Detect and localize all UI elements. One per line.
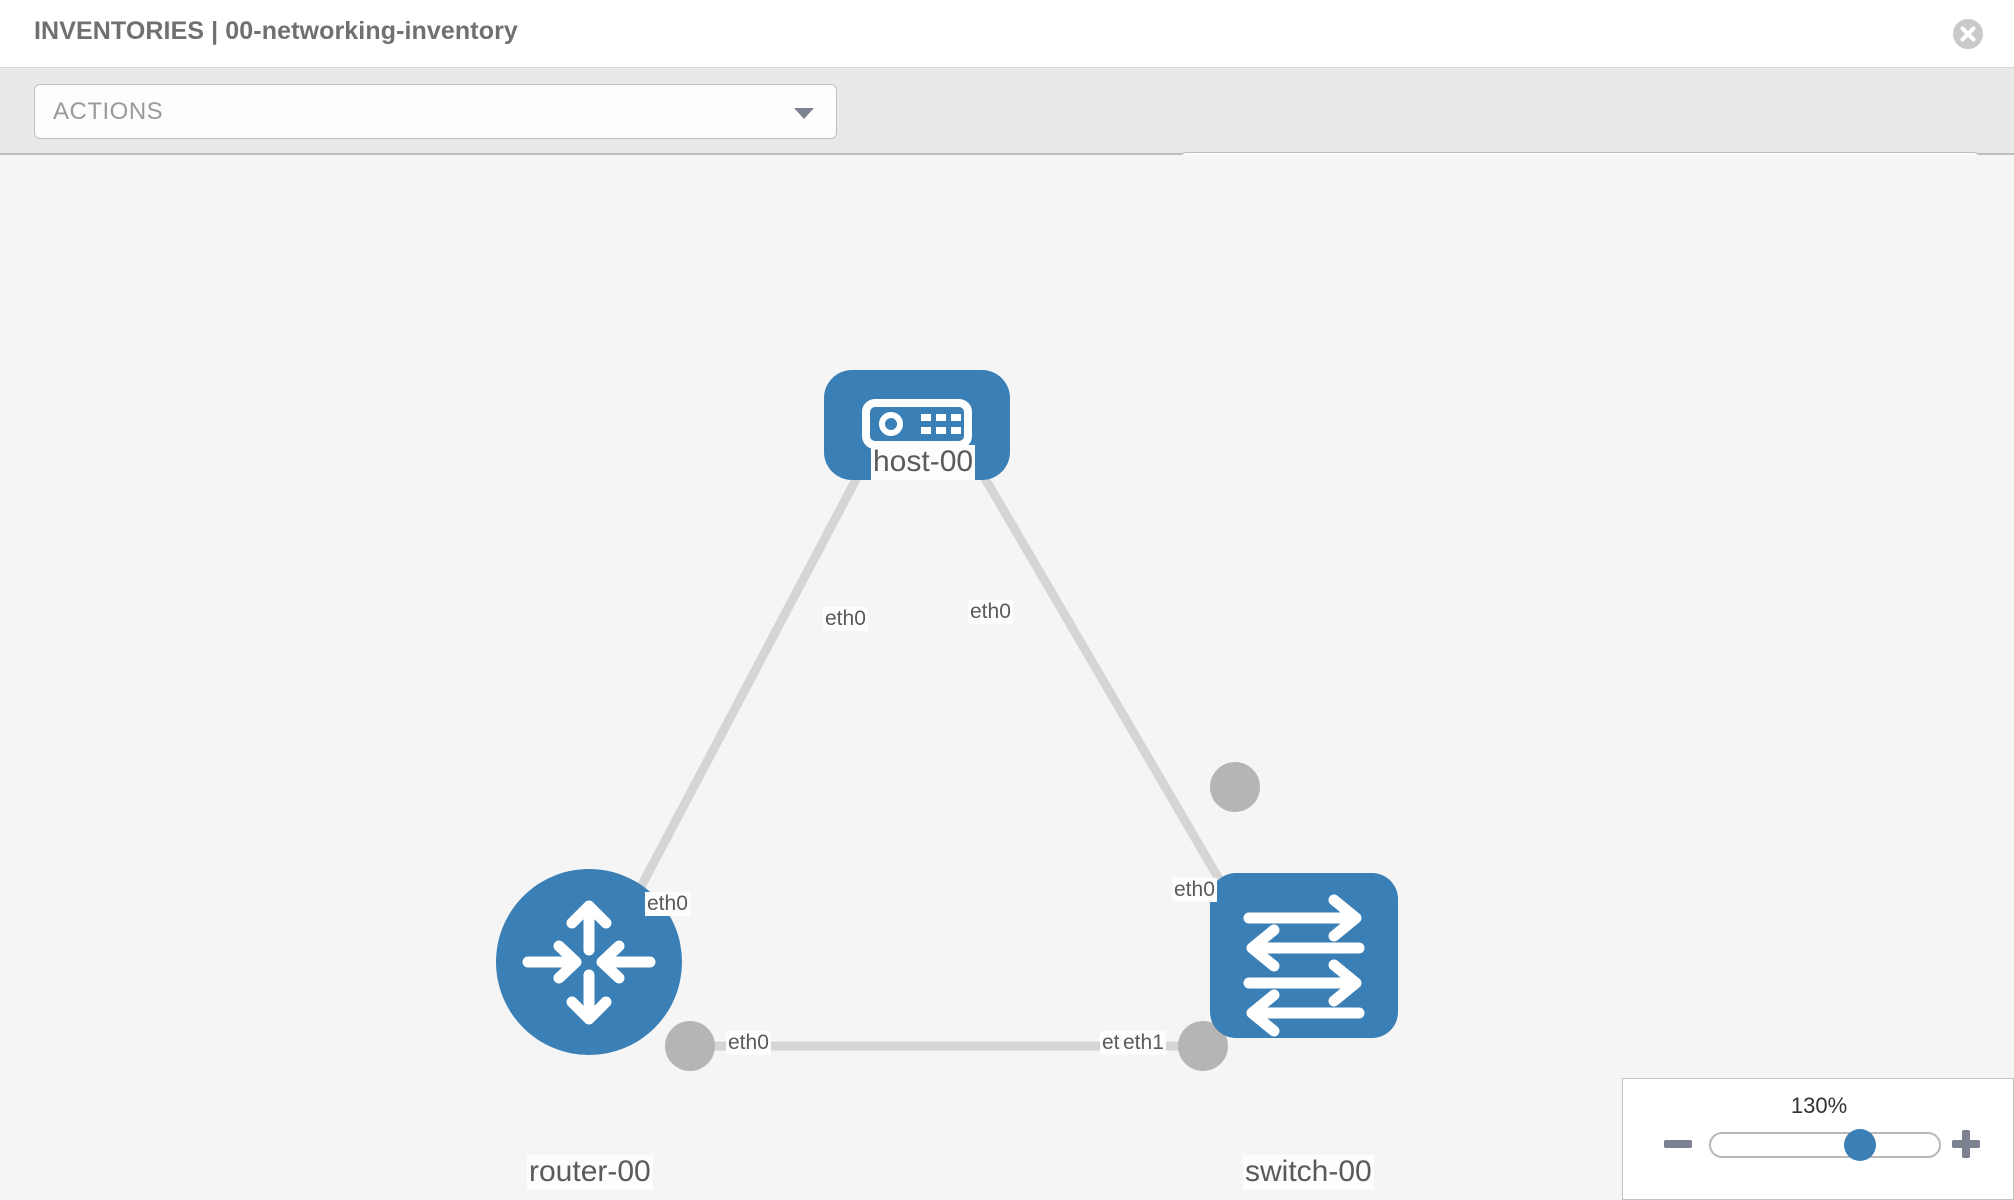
toolbar: ACTIONS SEARCH (0, 68, 2014, 207)
chevron-down-icon (794, 108, 814, 119)
minus-icon[interactable] (1661, 1127, 1695, 1161)
iface-label-host-to-switch: eth0 (968, 600, 1013, 625)
node-router-00[interactable] (496, 869, 682, 1055)
actions-dropdown[interactable]: ACTIONS (34, 84, 837, 139)
node-label-router-00: router-00 (527, 1155, 653, 1190)
iface-label-router-to-switch: eth0 (726, 1031, 771, 1056)
connector-knob (1210, 762, 1260, 812)
switch-icon (1243, 894, 1365, 1037)
topology-graph (496, 370, 1398, 1071)
link-host-switch[interactable] (944, 412, 1244, 918)
node-switch-00[interactable] (1210, 873, 1398, 1038)
zoom-level-readout: 130% (1790, 1093, 1848, 1118)
page-header: INVENTORIES | 00-networking-inventory (0, 0, 2014, 68)
page-title: INVENTORIES | 00-networking-inventory (34, 17, 518, 45)
link-host-router[interactable] (621, 412, 894, 920)
iface-label-switch-to-host: eth0 (1172, 878, 1217, 903)
zoom-slider-track[interactable] (1709, 1132, 1941, 1158)
actions-dropdown-label: ACTIONS (53, 98, 164, 125)
topology-canvas[interactable]: host-00 router-00 switch-00 eth0 eth0 et… (0, 155, 2014, 1200)
node-label-host-00: host-00 (871, 445, 976, 480)
connector-knob (665, 1021, 715, 1071)
close-icon[interactable] (1952, 18, 1984, 50)
iface-label-host-to-router: eth0 (823, 607, 868, 632)
iface-label-router-to-host: eth0 (645, 892, 690, 917)
router-icon (522, 900, 656, 1025)
plus-icon[interactable] (1949, 1127, 1983, 1161)
connector-knob (1178, 1021, 1228, 1071)
iface-label-switch-to-router: eth1 (1121, 1031, 1166, 1056)
zoom-control-panel: 130% (1622, 1078, 2014, 1200)
zoom-slider-thumb[interactable] (1844, 1129, 1876, 1161)
node-label-switch-00: switch-00 (1243, 1155, 1374, 1190)
